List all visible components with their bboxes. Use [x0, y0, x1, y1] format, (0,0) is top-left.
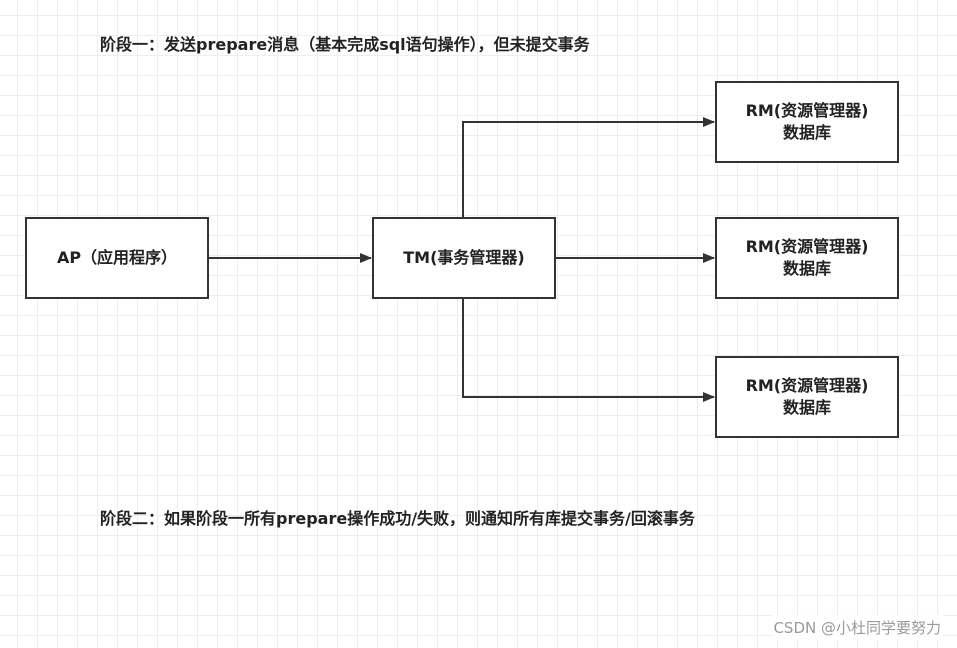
- phase-one-caption: 阶段一：发送prepare消息（基本完成sql语句操作），但未提交事务: [100, 35, 590, 54]
- tm-node-label: TM(事务管理器): [403, 248, 525, 267]
- phase-two-caption: 阶段二：如果阶段一所有prepare操作成功/失败，则通知所有库提交事务/回滚事…: [100, 509, 695, 528]
- arrow-tm-to-rm1: [462, 117, 715, 217]
- csdn-watermark: CSDN @小杜同学要努力: [771, 615, 943, 640]
- tm-node: TM(事务管理器): [372, 217, 556, 299]
- rm-node-2-label: RM(资源管理器) 数据库: [745, 237, 869, 278]
- ap-node-label: AP（应用程序）: [56, 248, 178, 267]
- rm-node-3: RM(资源管理器) 数据库: [715, 356, 899, 438]
- ap-node: AP（应用程序）: [25, 217, 209, 299]
- rm-node-1: RM(资源管理器) 数据库: [715, 81, 899, 163]
- rm-node-3-label: RM(资源管理器) 数据库: [745, 376, 869, 417]
- arrow-tm-to-rm3: [462, 299, 715, 402]
- rm-node-1-label: RM(资源管理器) 数据库: [745, 101, 869, 142]
- rm-node-2: RM(资源管理器) 数据库: [715, 217, 899, 299]
